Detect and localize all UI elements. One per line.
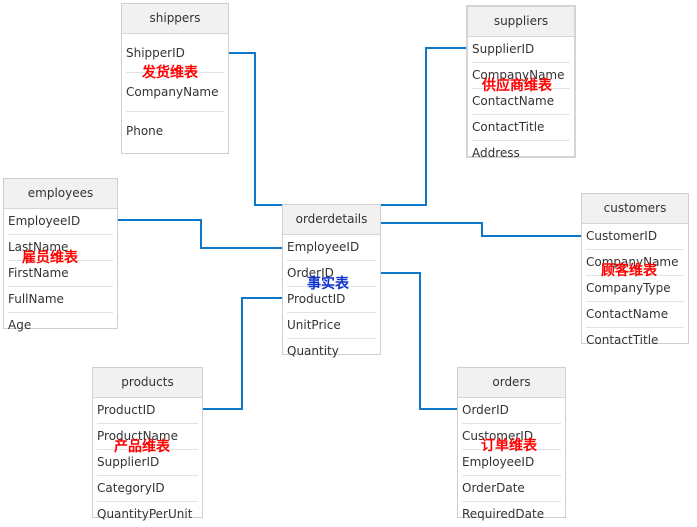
- field-row[interactable]: FullName: [8, 287, 113, 313]
- field-row[interactable]: ProductName: [97, 424, 198, 450]
- field-row[interactable]: ContactName: [586, 302, 684, 328]
- table-customers[interactable]: customers CustomerID CompanyName Company…: [581, 193, 689, 347]
- fact-caption: 事实表: [307, 276, 349, 292]
- field-row[interactable]: EmployeeID: [462, 450, 561, 476]
- table-header: orderdetails: [283, 205, 380, 235]
- field-row[interactable]: UnitPrice: [287, 313, 376, 339]
- link-orders-orderdetails: [381, 272, 457, 410]
- table-shippers[interactable]: shippers ShipperID CompanyName Phone: [121, 3, 229, 154]
- field-row[interactable]: ProductID: [97, 398, 198, 424]
- field-row[interactable]: CompanyName: [472, 63, 570, 89]
- table-orders[interactable]: orders OrderID CustomerID EmployeeID Ord…: [457, 367, 566, 521]
- field-row[interactable]: SupplierID: [472, 37, 570, 63]
- table-header: orders: [458, 368, 565, 398]
- table-employees[interactable]: employees EmployeeID LastName FirstName …: [3, 178, 118, 332]
- shippers-caption: 发货维表: [142, 65, 198, 81]
- field-row[interactable]: Phone: [126, 124, 164, 138]
- table-orderdetails[interactable]: orderdetails EmployeeID OrderID ProductI…: [282, 204, 381, 358]
- field-row[interactable]: ShipperID: [126, 34, 224, 73]
- products-caption: 产品维表: [114, 439, 170, 455]
- orders-caption: 订单维表: [481, 438, 537, 454]
- field-row[interactable]: CompanyName: [586, 250, 684, 276]
- field-row[interactable]: OrderDate: [462, 476, 561, 502]
- suppliers-caption: 供应商维表: [482, 78, 552, 94]
- link-employees-orderdetails: [118, 219, 282, 249]
- field-row[interactable]: OrderID: [287, 261, 376, 287]
- field-row[interactable]: CategoryID: [97, 476, 198, 502]
- field-row[interactable]: SupplierID: [97, 450, 198, 476]
- field-row[interactable]: Address: [472, 146, 520, 160]
- field-row[interactable]: RequiredDate: [462, 507, 545, 521]
- table-suppliers[interactable]: suppliers SupplierID CompanyName Contact…: [466, 5, 576, 160]
- field-row[interactable]: OrderID: [462, 398, 561, 424]
- field-row[interactable]: QuantityPerUnit: [97, 507, 193, 521]
- field-row[interactable]: EmployeeID: [287, 235, 376, 261]
- field-row[interactable]: CompanyName: [126, 73, 224, 112]
- link-shippers-orderdetails: [229, 52, 282, 206]
- field-row[interactable]: Age: [8, 318, 32, 332]
- field-row[interactable]: ContactTitle: [586, 333, 659, 347]
- field-row[interactable]: CompanyType: [586, 276, 684, 302]
- customers-caption: 顾客维表: [601, 263, 657, 279]
- field-row[interactable]: Quantity: [287, 344, 339, 358]
- field-row[interactable]: EmployeeID: [8, 209, 113, 235]
- field-row[interactable]: ContactTitle: [472, 115, 570, 141]
- field-row[interactable]: LastName: [8, 235, 113, 261]
- link-customers-orderdetails: [381, 222, 581, 237]
- table-header: employees: [4, 179, 117, 209]
- link-suppliers-orderdetails: [381, 47, 466, 206]
- field-row[interactable]: CustomerID: [462, 424, 561, 450]
- field-row[interactable]: CustomerID: [586, 224, 684, 250]
- field-row[interactable]: ProductID: [287, 287, 376, 313]
- field-row[interactable]: ContactName: [472, 89, 570, 115]
- table-products[interactable]: products ProductID ProductName SupplierI…: [92, 367, 203, 521]
- table-header: suppliers: [468, 7, 574, 37]
- table-header: customers: [582, 194, 688, 224]
- employees-caption: 雇员维表: [22, 250, 78, 266]
- field-row[interactable]: FirstName: [8, 261, 113, 287]
- table-header: products: [93, 368, 202, 398]
- table-header: shippers: [122, 4, 228, 34]
- link-products-orderdetails: [203, 297, 282, 410]
